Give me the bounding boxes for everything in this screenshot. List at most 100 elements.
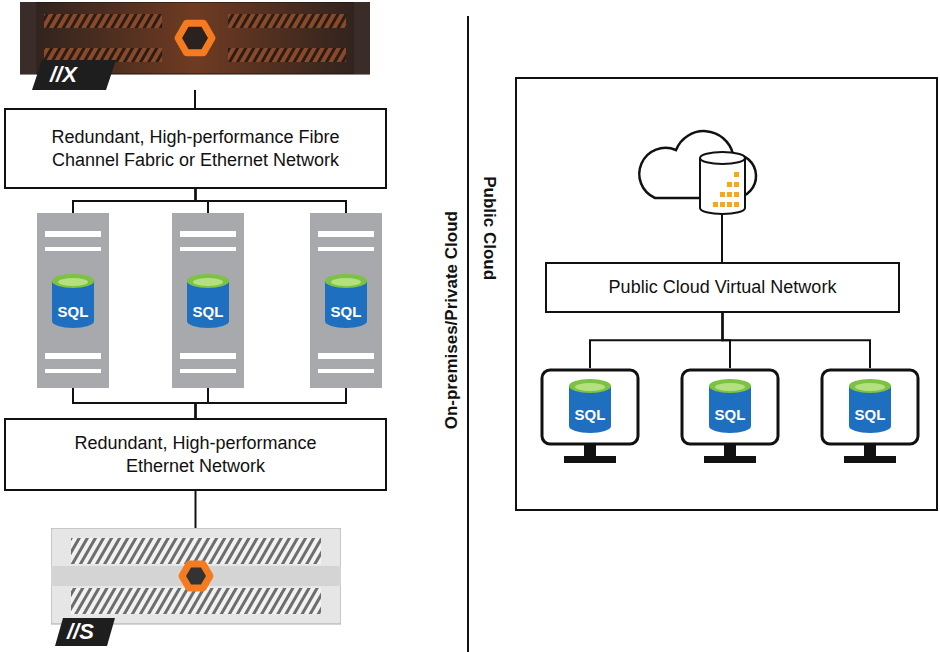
box-label: Public Cloud Virtual Network xyxy=(557,276,888,299)
server-bay xyxy=(45,247,101,251)
sql-icon-shine xyxy=(331,278,361,286)
server-bay xyxy=(318,369,374,373)
sql-label: SQL xyxy=(310,303,382,321)
cloud-sql-vm: SQL xyxy=(820,368,920,466)
blade-body xyxy=(51,528,341,624)
vent-slats xyxy=(228,48,346,62)
data-dot xyxy=(734,172,739,177)
data-dot xyxy=(720,202,725,207)
vendor-logo xyxy=(182,564,210,588)
data-dot xyxy=(713,202,718,207)
box-label: Redundant, High-performance Ethernet Net… xyxy=(46,432,345,477)
server-bay xyxy=(318,247,374,251)
server-bay xyxy=(180,369,236,373)
flasharray-device: //X xyxy=(20,2,370,90)
data-dot xyxy=(720,192,725,197)
server-bay xyxy=(45,369,101,373)
connector xyxy=(590,313,723,369)
data-dot xyxy=(734,182,739,187)
cylinder-body xyxy=(700,158,745,214)
sql-label: SQL xyxy=(680,406,780,424)
server-bay xyxy=(318,231,374,237)
server-body xyxy=(37,213,109,388)
sql-label: SQL xyxy=(820,406,920,424)
sql-icon-top xyxy=(849,379,891,393)
model-badge xyxy=(55,618,115,646)
network-box: Redundant, High-performance Ethernet Net… xyxy=(4,418,387,491)
monitor-base xyxy=(564,456,616,463)
sql-icon-shine xyxy=(855,383,885,391)
monitor-base xyxy=(844,456,896,463)
data-dot xyxy=(734,202,739,207)
server-bay xyxy=(180,353,236,359)
sql-icon-top xyxy=(325,274,367,288)
cloud-sql-vm: SQL xyxy=(680,368,780,466)
monitor-neck xyxy=(584,445,596,457)
monitor-neck xyxy=(864,445,876,457)
server-body xyxy=(310,213,382,388)
connector xyxy=(196,388,347,418)
data-dot xyxy=(727,182,732,187)
monitor-neck xyxy=(724,445,736,457)
connector xyxy=(723,313,871,369)
server-bay xyxy=(45,353,101,359)
network-box: Redundant, High-performance Fibre Channe… xyxy=(4,108,387,189)
vent-slats xyxy=(44,48,162,62)
vent-slats xyxy=(44,14,162,28)
cloud-sql-vm: SQL xyxy=(540,368,640,466)
divider-line xyxy=(467,16,469,652)
sql-icon-shine xyxy=(715,383,745,391)
region-label: On-premises/Private Cloud xyxy=(442,211,462,429)
vent-slats xyxy=(71,588,321,614)
data-dot xyxy=(727,202,732,207)
storage-link xyxy=(721,214,723,263)
server-bay xyxy=(45,231,101,237)
connector xyxy=(73,189,196,213)
region-label: Public Cloud xyxy=(479,176,499,280)
connector xyxy=(196,189,347,213)
server-bay xyxy=(180,231,236,237)
data-dot xyxy=(727,192,732,197)
sql-icon-top xyxy=(709,379,751,393)
server-bay xyxy=(180,247,236,251)
connector xyxy=(194,90,196,108)
sql-icon xyxy=(186,273,230,329)
connector xyxy=(195,491,197,528)
cloud-storage-icon xyxy=(700,152,745,214)
sql-label: SQL xyxy=(37,303,109,321)
sql-icon-top xyxy=(52,274,94,288)
monitor-base xyxy=(704,456,756,463)
sql-server: SQL xyxy=(172,213,244,388)
box-label: Redundant, High-performance Fibre Channe… xyxy=(41,126,350,171)
public-cloud-frame xyxy=(516,78,937,510)
sql-label: SQL xyxy=(172,303,244,321)
flashblade-device: //S xyxy=(51,528,341,646)
model-badge-text: //X xyxy=(50,62,77,88)
sql-icon xyxy=(51,273,95,329)
data-dot xyxy=(734,192,739,197)
sql-icon-top xyxy=(569,379,611,393)
vent-slats xyxy=(228,14,346,28)
sql-icon xyxy=(324,273,368,329)
sql-icon-holder xyxy=(51,273,95,329)
sql-server: SQL xyxy=(310,213,382,388)
sql-icon-top xyxy=(187,274,229,288)
cylinder-top xyxy=(700,152,745,164)
sql-icon-holder xyxy=(324,273,368,329)
model-badge xyxy=(32,60,116,90)
vendor-logo xyxy=(178,23,212,52)
array-ear xyxy=(20,2,36,74)
network-box: Public Cloud Virtual Network xyxy=(545,262,900,313)
server-bay xyxy=(318,353,374,359)
sql-icon-holder xyxy=(186,273,230,329)
sql-server: SQL xyxy=(37,213,109,388)
connector xyxy=(73,388,196,418)
vent-slats xyxy=(71,538,321,564)
array-ear xyxy=(354,2,370,74)
sql-icon-shine xyxy=(193,278,223,286)
model-badge-text: //S xyxy=(67,619,94,645)
server-body xyxy=(172,213,244,388)
blade-illustration xyxy=(51,528,341,646)
sql-icon-shine xyxy=(58,278,88,286)
